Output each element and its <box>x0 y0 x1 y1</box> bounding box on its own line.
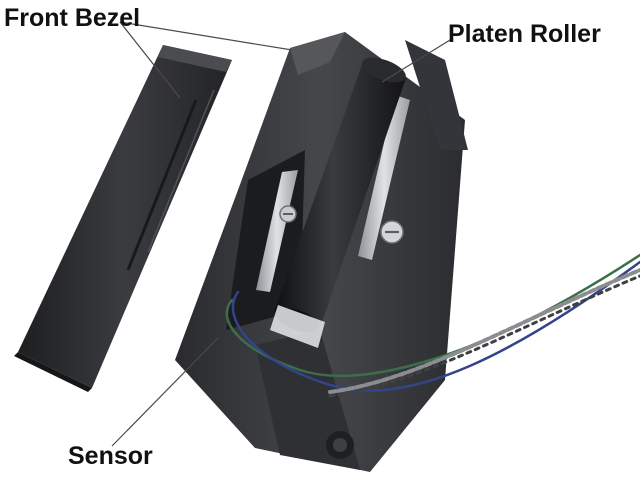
platen-roller-leader <box>381 39 451 83</box>
front-bezel-label: Front Bezel <box>4 4 141 32</box>
front-bezel-part <box>14 45 232 392</box>
sensor-leader <box>111 337 219 447</box>
sensor-label: Sensor <box>68 442 153 470</box>
platen-roller-label: Platen Roller <box>448 20 601 48</box>
front-bezel-leader-secondary <box>119 21 181 99</box>
front-bezel-leader <box>119 21 293 51</box>
sensor-wires <box>225 253 640 398</box>
callout-leaders <box>111 21 451 447</box>
platen-roller-part <box>270 57 406 348</box>
sensor-bracket <box>256 95 410 292</box>
